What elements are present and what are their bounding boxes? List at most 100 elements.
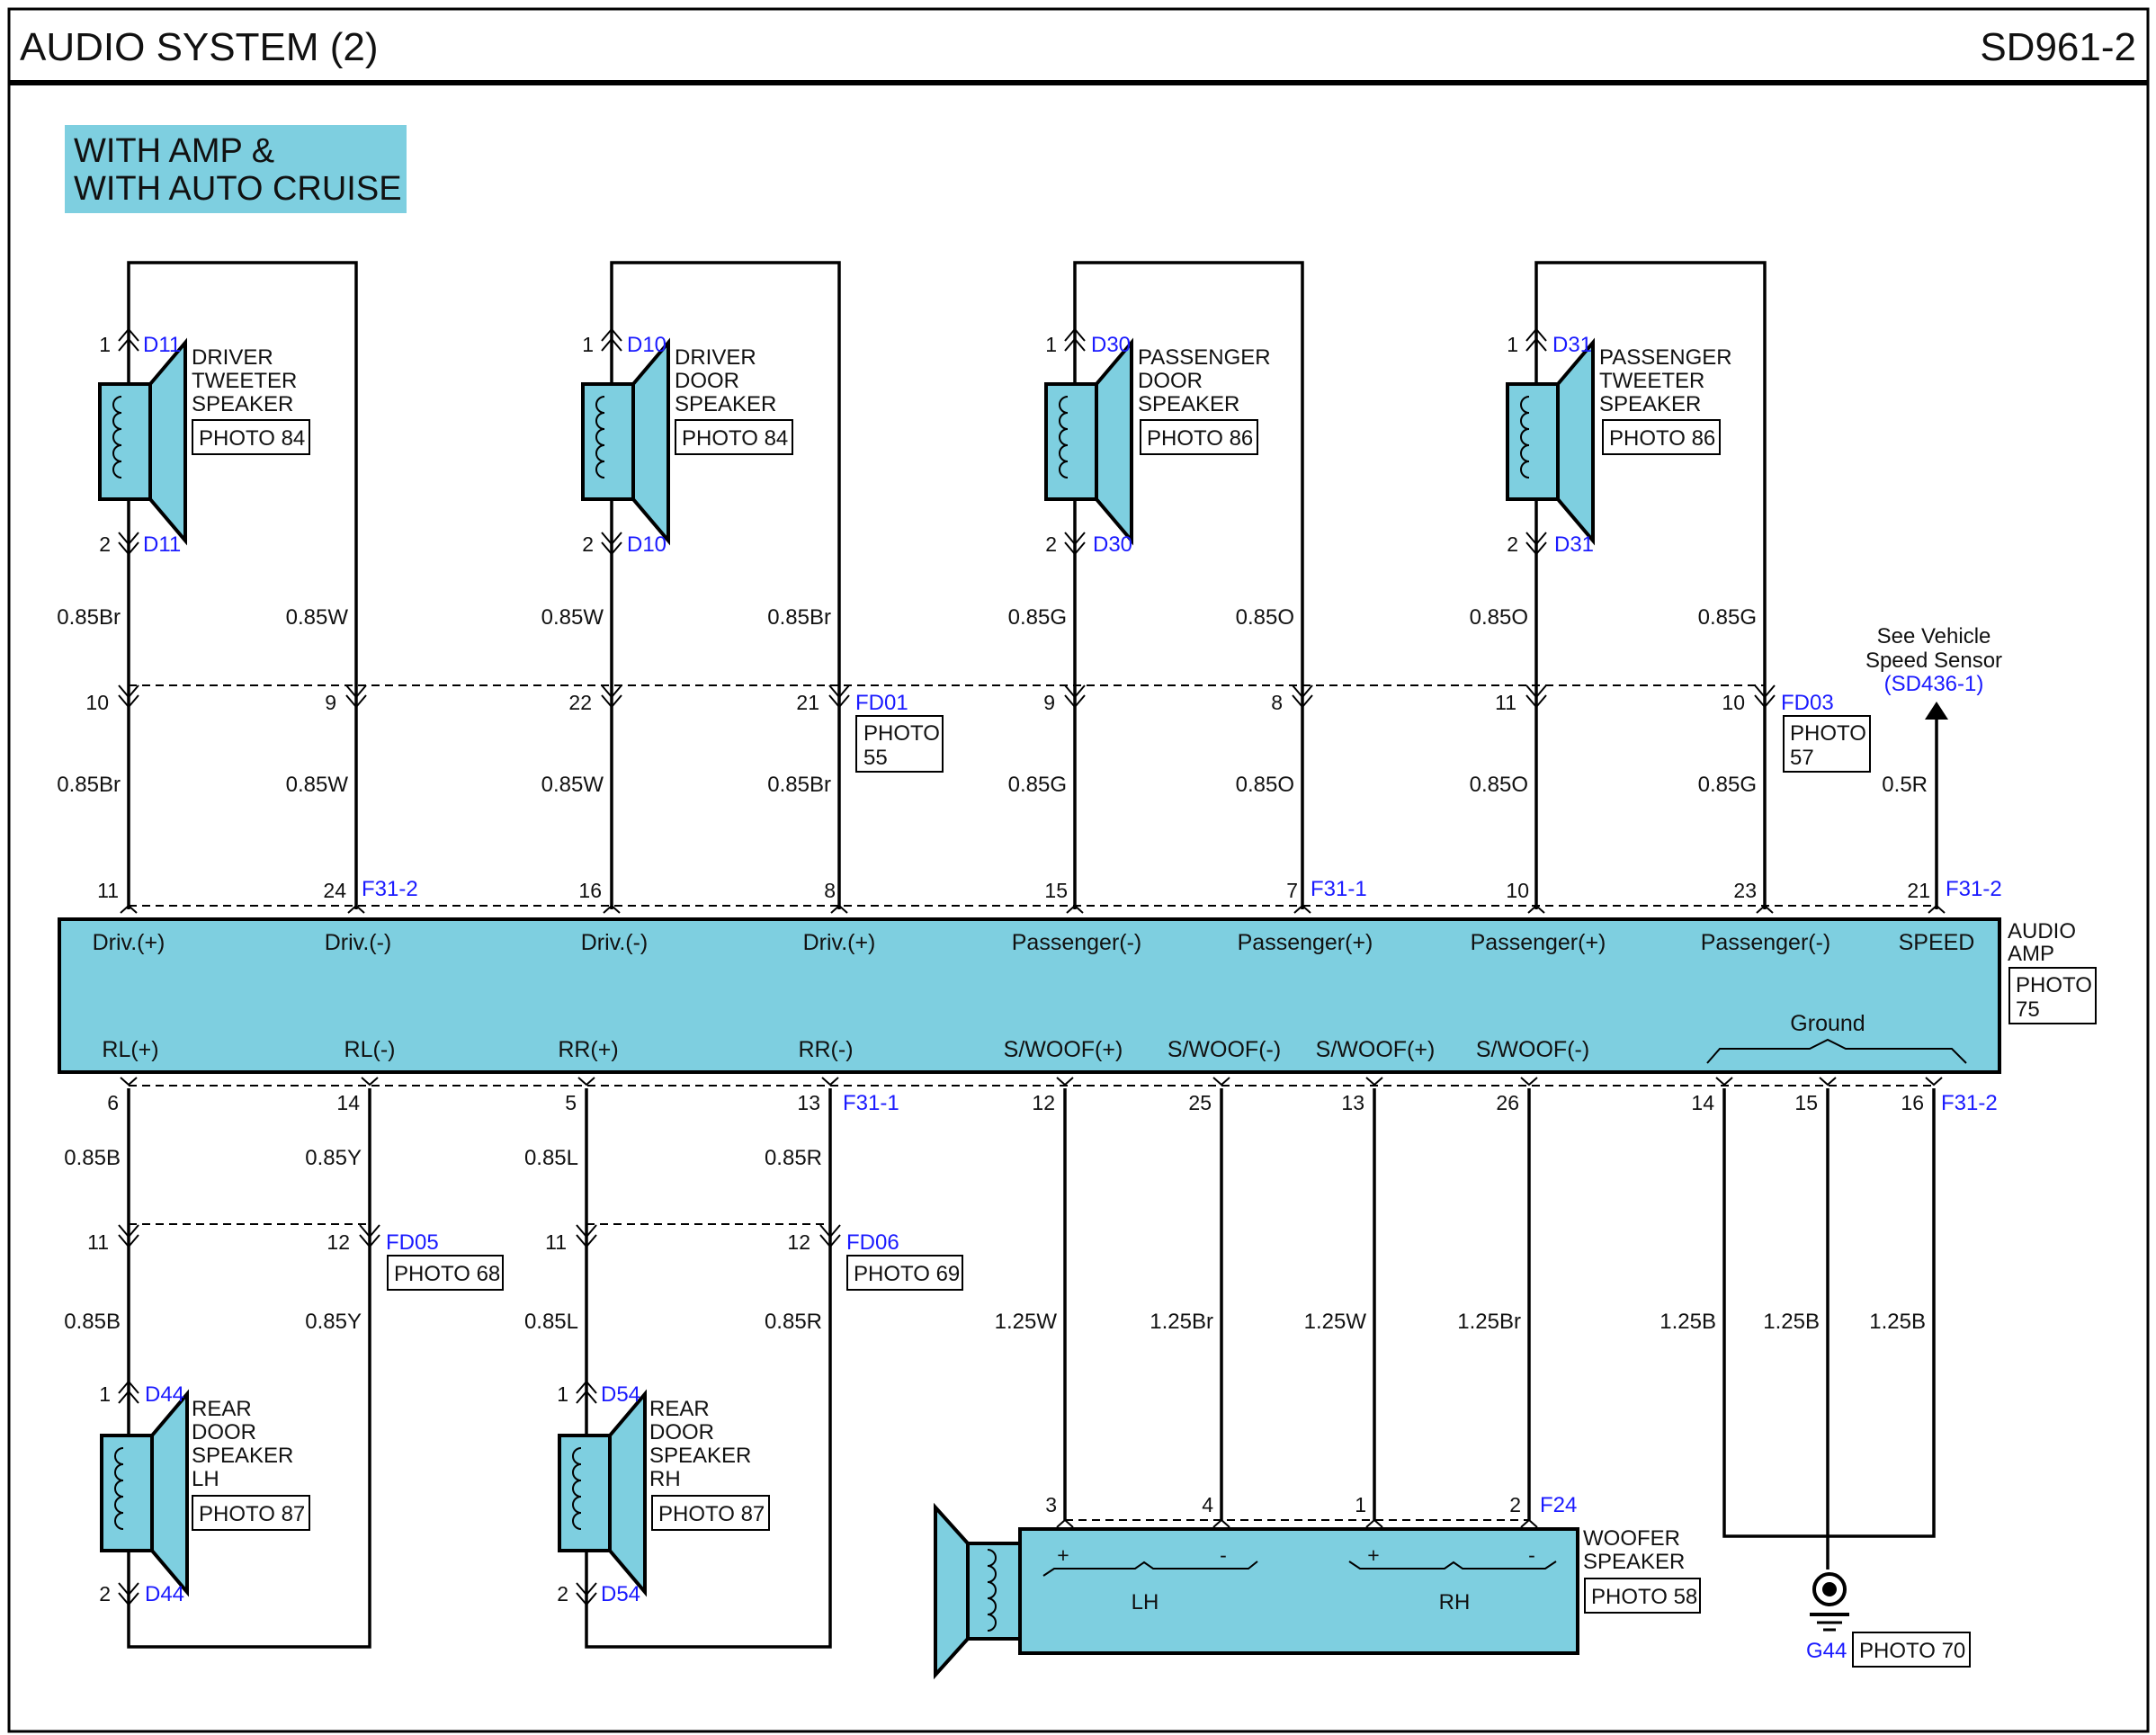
ground-connector-id: G44 [1806,1639,1847,1663]
woofer-rh-label: RH [1439,1590,1471,1614]
amp-terminal: Passenger(+) [1238,930,1373,955]
connector-id: D54 [601,1382,640,1407]
amp-terminal: RL(-) [344,1037,396,1062]
amp-pin: 25 [1188,1091,1212,1114]
speaker-name-line: PASSENGER [1599,345,1732,370]
joint-connector-fd05: FD05 [386,1230,439,1255]
speaker-name-line: LH [192,1467,219,1491]
pin-2: 2 [557,1582,568,1605]
pin-1: 1 [1507,333,1518,356]
speaker-name-line: PASSENGER [1138,345,1271,370]
ground-label: Ground [1790,1011,1865,1036]
driver-door-speaker: 1 D10 2 D10 DRIVER DOOR SPEAKER PHOTO 84 [581,261,841,909]
speaker-name-line: DOOR [192,1420,256,1444]
wire-label: 0.85W [286,605,349,630]
wire-label: 0.85B [64,1310,121,1334]
wire-label: 0.85W [541,773,604,797]
amp-pin: 10 [1506,879,1529,902]
amp-name-line-1: AUDIO [2008,919,2076,944]
photo-prefix: PHOTO [2016,973,2092,997]
wire-label: 0.85B [64,1146,121,1170]
upper-joint-row: 10 9 22 21 9 8 11 10 FD01 PHOTO 55 FD03 … [85,684,1871,773]
speed-note-line-2: Speed Sensor [1865,648,2002,673]
speed-sensor-ref-link[interactable]: (SD436-1) [1884,672,1984,696]
page-title: AUDIO SYSTEM (2) [20,25,379,69]
wire-label: 0.85G [1008,773,1067,797]
connector-id: D31 [1554,532,1594,557]
condition-line-1: WITH AMP & [74,132,274,170]
ground-bracket [1706,1038,1967,1064]
plus-sign: + [1057,1543,1069,1567]
amp-terminal: Passenger(-) [1012,930,1142,955]
speed-note-line-1: See Vehicle [1877,624,1991,648]
junction-pin: 21 [796,691,819,714]
amp-terminal: Driv.(+) [803,930,876,955]
page-code: SD961-2 [1980,25,2136,69]
condition-line-2: WITH AUTO CRUISE [74,170,402,208]
connector-id: D30 [1093,532,1132,557]
amp-terminal: Passenger(+) [1471,930,1606,955]
junction-pin: 12 [327,1230,350,1254]
speed-signal: See Vehicle Speed Sensor (SD436-1) 0.5R [1865,624,2002,909]
junction-pin: 22 [568,691,592,714]
amp-connector-id: F31-1 [1311,877,1367,901]
pin-2: 2 [99,1582,111,1605]
connector-id: D30 [1091,333,1131,357]
amp-terminal: SPEED [1899,930,1975,955]
amp-pin: 16 [578,879,602,902]
photo-ref: PHOTO 69 [854,1262,960,1286]
amp-terminal: S/WOOF(-) [1167,1037,1281,1062]
photo-number: 57 [1790,746,1814,770]
audio-amp: 11 24 16 8 15 7 10 23 21 F31-2 F31-1 F31… [58,877,2097,1115]
speaker-name-line: DRIVER [675,345,756,370]
wire-label: 0.85Br [57,605,121,630]
connector-id: D10 [627,333,666,357]
woofer-pin: 3 [1045,1493,1057,1516]
speaker-name-line: SPEAKER [192,1444,293,1468]
wire-label: 1.25Br [1457,1310,1521,1334]
speaker-name-line: DRIVER [192,345,273,370]
connector-id: D54 [601,1582,640,1606]
amp-pin: 13 [797,1091,820,1114]
junction-pin: 8 [1271,691,1283,714]
wire-label: 0.85W [541,605,604,630]
amp-pin: 5 [565,1091,577,1114]
amp-pin: 6 [107,1091,119,1114]
junction-pin: 9 [325,691,336,714]
speaker-name-line: DOOR [649,1420,714,1444]
photo-number: 75 [2016,997,2040,1022]
driver-tweeter-speaker: 1 D11 2 D11 DRIVER TWEETER SPEAKER PHOTO… [98,261,358,909]
woofer-pin: 2 [1509,1493,1521,1516]
speaker-name-line: TWEETER [192,369,297,393]
woofer-name-line-2: SPEAKER [1583,1550,1685,1574]
connector-id: D11 [143,532,181,557]
junction-pin: 11 [87,1230,109,1254]
wire-label: 0.85L [524,1146,578,1170]
amp-connector-id: F31-2 [1946,877,2002,901]
junction-pin: 11 [545,1230,567,1254]
passenger-tweeter-speaker: 1 D31 2 D31 PASSENGER TWEETER SPEAKER PH… [1506,261,1767,909]
amp-terminal: Driv.(+) [93,930,166,955]
amp-pin: 15 [1044,879,1068,902]
upper-wire-labels: 0.85Br 0.85W 0.85W 0.85Br 0.85G 0.85O 0.… [57,605,1757,797]
amp-pin: 8 [824,879,836,902]
amp-terminal: RR(-) [798,1037,853,1062]
amp-pin: 21 [1907,879,1930,902]
amp-terminal: RR(+) [558,1037,618,1062]
wire-label: 0.85G [1698,773,1757,797]
speaker-name-line: SPEAKER [649,1444,751,1468]
joint-connector-fd03: FD03 [1781,691,1834,715]
wire-label: 0.85O [1236,773,1294,797]
pin-1: 1 [99,333,111,356]
wire-label: 1.25W [1304,1310,1367,1334]
connector-id: D11 [143,333,181,357]
amp-terminal: S/WOOF(+) [1004,1037,1123,1062]
wire-label: 1.25B [1659,1310,1716,1334]
speaker-name-line: DOOR [675,369,739,393]
wire-label: 0.85O [1470,605,1528,630]
photo-prefix: PHOTO [863,721,940,746]
condition-box [65,125,407,213]
speaker-name-line: TWEETER [1599,369,1704,393]
amp-terminal: S/WOOF(-) [1476,1037,1589,1062]
junction-pin: 10 [85,691,109,714]
